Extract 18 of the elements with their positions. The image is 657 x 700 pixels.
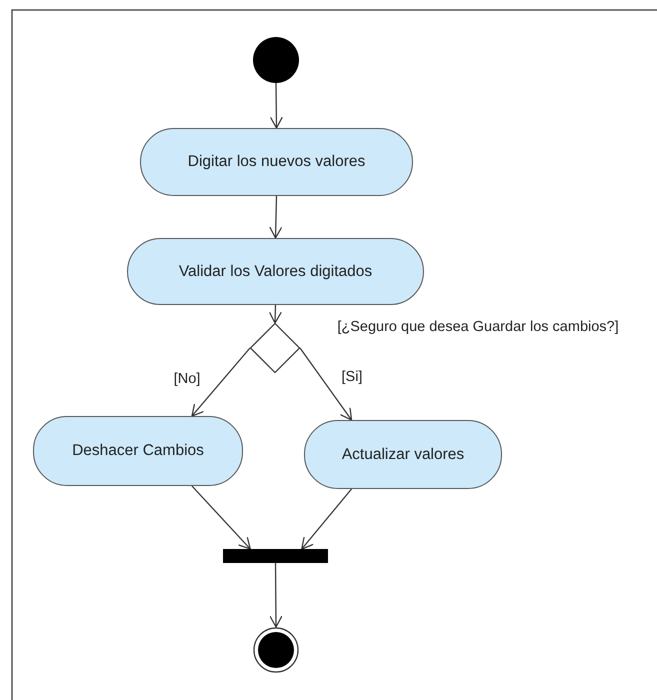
- decision-diamond: [250, 323, 300, 373]
- arrow: [191, 348, 250, 417]
- arrow: [192, 486, 251, 550]
- activity-label: Actualizar valores: [342, 446, 464, 464]
- arrow: [269, 196, 282, 239]
- activity-label: Digitar los nuevos valores: [188, 153, 366, 171]
- start-node: [253, 37, 299, 83]
- arrow: [300, 348, 352, 421]
- arrow: [269, 563, 283, 628]
- end-node: [253, 627, 299, 673]
- activity-label: Deshacer Cambios: [72, 442, 204, 460]
- arrow: [270, 83, 283, 129]
- guard-label: [Si]: [340, 368, 364, 386]
- activity-label: Validar los Valores digitados: [178, 262, 372, 280]
- join-bar: [223, 549, 328, 563]
- arrow: [268, 304, 282, 324]
- guard-label: [No]: [172, 370, 202, 388]
- arrow: [301, 488, 352, 550]
